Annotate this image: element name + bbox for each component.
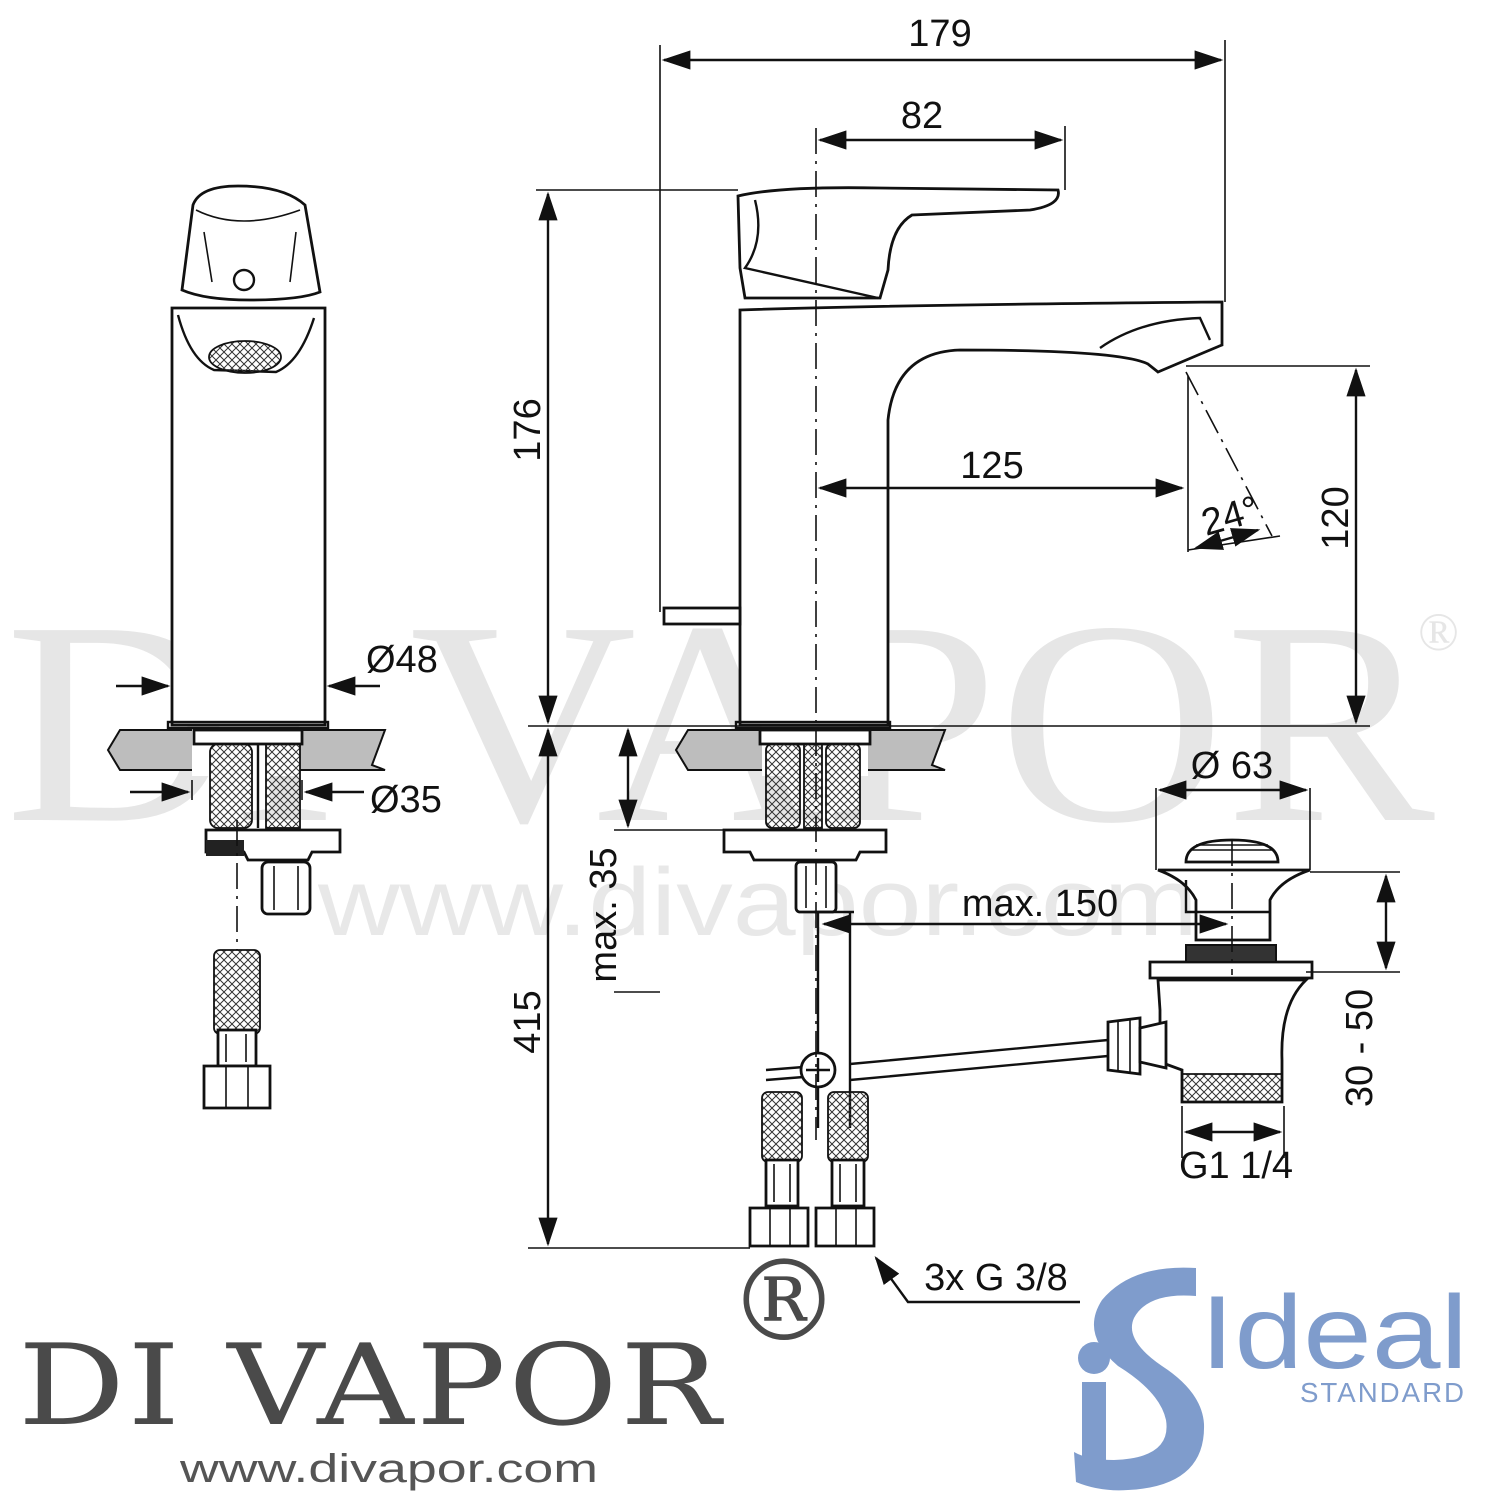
dim-below-height: 415	[507, 990, 549, 1053]
waste-pivot-nut	[1106, 1016, 1142, 1076]
watermark-url: www.divapor.com	[317, 849, 1198, 956]
front-hose-lower-left	[761, 1091, 803, 1163]
dim-max-rod: max. 150	[962, 883, 1118, 925]
faucet-front-view	[662, 186, 1224, 1248]
side-hose-lower	[213, 949, 261, 1035]
front-threaded-rod	[803, 743, 823, 829]
dim-jet-angle: 24°	[1197, 488, 1264, 544]
dim-connections: 3x G 3/8	[924, 1257, 1068, 1299]
side-fixing-nut	[260, 860, 312, 916]
front-lever-tip	[662, 606, 742, 626]
centre-lines	[815, 128, 1273, 1140]
dim-body-diameter: Ø48	[366, 639, 438, 681]
front-lever	[736, 186, 1060, 300]
front-flex-hose-left	[765, 743, 801, 829]
manufacturer-logo: Ideal STANDARD	[1074, 1267, 1468, 1491]
front-connector-nut-left	[748, 1206, 810, 1248]
dimension-lines	[116, 50, 1396, 1304]
front-flex-hose-right	[825, 743, 861, 829]
faucet-side-view	[166, 184, 342, 1110]
dim-spout-reach: 125	[960, 445, 1023, 487]
dim-shank-diameter: Ø35	[370, 779, 442, 821]
waste-locknut	[1148, 960, 1314, 980]
front-body-spout	[738, 300, 1224, 727]
dim-total-height: 176	[507, 398, 549, 461]
side-aerator	[208, 340, 282, 374]
side-flex-hose	[209, 743, 253, 829]
dim-max-worktop: max. 35	[583, 847, 625, 982]
brand-logo: DI VAPOR ® www.divapor.com	[18, 1237, 842, 1491]
side-lever-screw	[232, 268, 256, 292]
side-hose-connector-nut	[202, 1064, 272, 1110]
manufacturer-logo-sub: STANDARD	[1300, 1377, 1466, 1408]
dim-waste-diameter: Ø 63	[1191, 745, 1273, 787]
front-hose-lower-right	[827, 1091, 869, 1163]
brand-logo-name: DI VAPOR	[18, 1321, 725, 1451]
side-lever	[180, 184, 322, 302]
watermark-registered-mark: ®	[1418, 602, 1459, 662]
manufacturer-logo-word: Ideal	[1200, 1275, 1468, 1391]
dim-waste-thread: G1 1/4	[1179, 1145, 1293, 1187]
ideal-standard-swoosh-icon	[1074, 1267, 1205, 1491]
extension-lines	[171, 40, 1400, 1249]
front-fixing-plate	[722, 828, 888, 862]
ideal-standard-dot-icon	[1078, 1342, 1110, 1374]
waste-pivot-rod	[849, 1038, 1109, 1082]
front-connector-nut-right	[814, 1206, 876, 1248]
dim-lever-length: 82	[901, 95, 943, 137]
dim-spout-height: 120	[1315, 486, 1357, 549]
dim-waste-range: 30 - 50	[1339, 989, 1381, 1107]
brand-logo-url: www.divapor.com	[179, 1447, 598, 1491]
dim-total-length: 179	[908, 13, 971, 55]
brand-logo-registered-mark: ®	[728, 1237, 842, 1367]
